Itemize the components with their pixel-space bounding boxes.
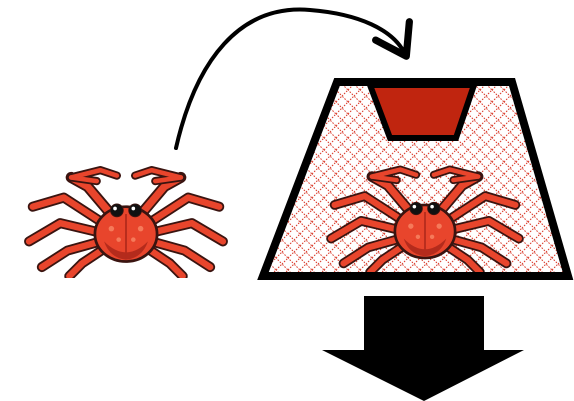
crab-trap-icon — [263, 82, 568, 276]
down-arrow-icon — [322, 296, 524, 401]
crab-outside-icon — [29, 170, 223, 276]
trap-opening — [370, 85, 474, 138]
